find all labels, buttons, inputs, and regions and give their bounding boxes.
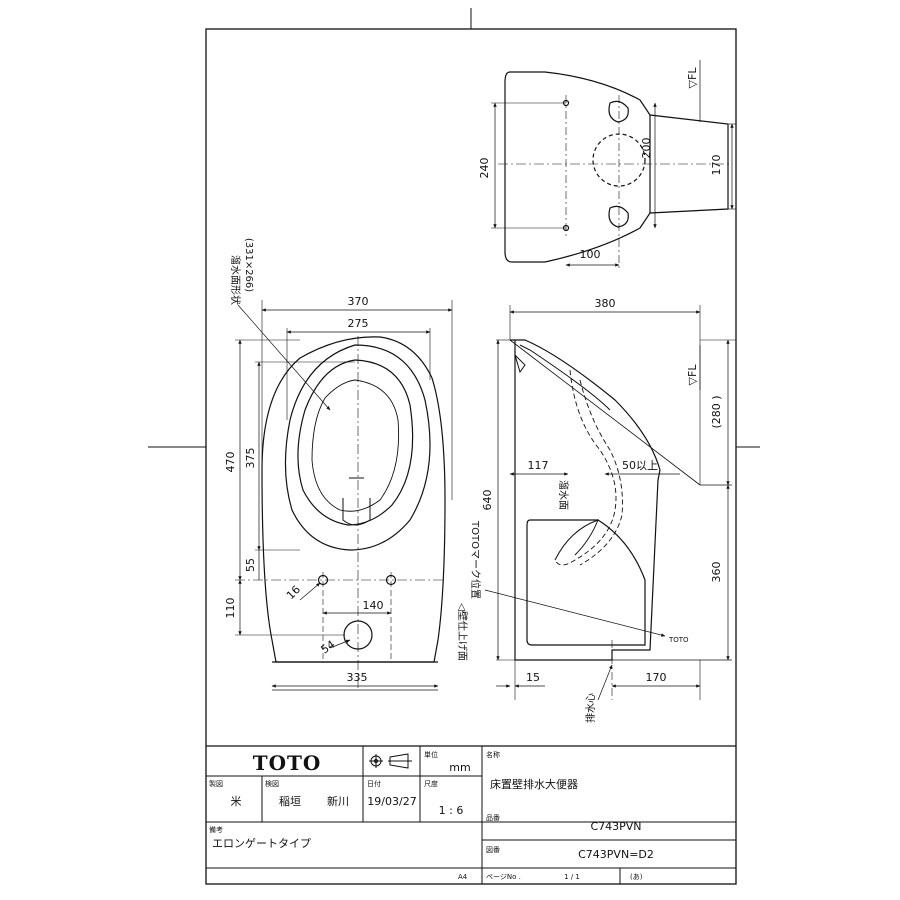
plan-view [491,60,736,270]
revision-mark: (あ) [630,873,643,881]
dim-640: 640 [481,490,494,511]
drawing-frame [148,8,760,885]
title-block [206,745,736,884]
dim-117: 117 [528,459,549,472]
side-rim-contour [519,344,611,411]
remarks-label: 備考 [209,825,223,834]
dim-360: 360 [710,562,723,583]
drawing-number: C743PVN=D2 [578,848,654,861]
dim-110: 110 [224,598,237,619]
front-water-surface [297,359,414,526]
page-number-label: ページNo . [486,873,521,881]
dim-16: 16 [284,583,303,602]
dim-275: 275 [348,317,369,330]
unit-value: mm [449,761,470,774]
part-label: 品番 [486,814,500,822]
checker-1: 稲垣 [279,795,301,808]
front-rim-outer [284,344,431,551]
floor-level-plan: ▽FL [686,67,699,89]
label-drain-center: 排水心 [584,693,597,723]
designer: 米 [231,795,242,808]
side-view [484,305,736,701]
plan-bowl-outline [504,71,729,263]
side-body-outline [510,339,661,661]
front-dimension-labels: 370 275 470 375 55 110 16 140 54 335 溜水面… [224,238,384,684]
scale-label: 尺度 [424,779,438,788]
dim-375: 375 [244,448,257,469]
dim-280: (280 ) [710,395,723,428]
label-water-surface-size: (331×266) [243,238,254,292]
front-body-outline [261,336,446,663]
dim-15: 15 [526,671,540,684]
dim-170-plan: 170 [710,155,723,176]
label-wall-finish-surface: ◁壁仕上げ面 [456,603,469,661]
checker-2: 新川 [327,794,349,808]
part-number: C743PVN [590,820,641,833]
dim-50-or-more: 50以上 [622,459,658,472]
dim-380: 380 [595,297,616,310]
third-angle-projection-icon [369,753,412,769]
front-water-inner [311,379,400,512]
plan-bolt-bottom [608,205,629,228]
dim-55: 55 [244,558,257,572]
check-label: 検図 [265,779,279,788]
dim-335: 335 [347,671,368,684]
remarks: エロンゲートタイプ [212,837,311,850]
dim-54: 54 [319,638,338,657]
title-block-text: TOTO 単位 mm 名称 床置壁排水大便器 製図 米 検図 稲垣 新川 日付 … [209,750,654,881]
dim-100: 100 [580,248,601,261]
plan-bolt-top [608,100,629,123]
plan-dimension-labels: 240 200 170 100 ▽FL [478,67,723,261]
page-number: 1 / 1 [564,873,580,881]
label-water-surface-shape: 溜水面形状 [229,255,242,305]
floor-level-side: ▽FL [686,364,699,386]
side-trapway-dashed [554,369,617,566]
label-toto-mark: TOTO [668,636,689,644]
design-label: 製図 [209,779,223,788]
toto-logo: TOTO [253,751,322,775]
dim-140: 140 [363,599,384,612]
label-toto-mark-position: TOTOマーク位置 [469,520,482,599]
dim-470: 470 [224,452,237,473]
scale-value: 1 : 6 [439,804,464,817]
front-view [235,300,453,691]
date-value: 19/03/27 [367,795,416,808]
dim-170-side: 170 [646,671,667,684]
drawing-number-label: 図番 [486,846,500,854]
date-label: 日付 [367,779,381,788]
unit-label: 単位 [424,750,438,759]
label-water-surface: 溜水面 [557,480,570,510]
dim-370: 370 [348,295,369,308]
dim-200: 200 [640,138,653,159]
drawing-name: 床置壁排水大便器 [490,777,578,791]
paper-size: A4 [458,873,468,881]
side-dimension-labels: 380 (280 ) 640 117 50以上 360 15 170 ▽FL 溜… [456,297,723,723]
side-tank-shape [526,519,646,646]
dim-240: 240 [478,158,491,179]
name-label: 名称 [486,750,500,759]
